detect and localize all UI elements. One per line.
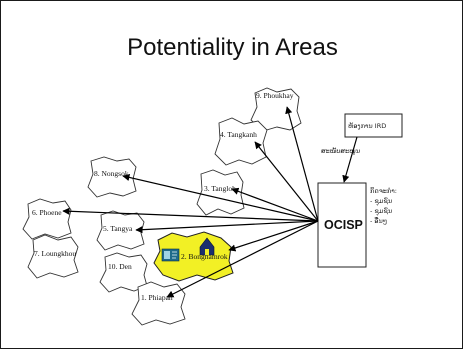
arrow-to-bongnamrok [228,220,319,252]
area-label-phoukhay: 9. Phoukhay [256,91,294,100]
area-label-nongsok: 8. Nongsok [94,169,129,178]
area-label-den: 10. Den [108,262,132,271]
arrow-source-to-hub [342,136,358,183]
area-label-phoene: 6. Phoene [32,208,62,217]
hub-note: - ອື່ນໆ [370,216,387,225]
hub-label: OCISP [324,218,363,232]
area-shape-tangkanh [214,117,268,166]
arrow-to-tangya [135,220,319,234]
area-shape-nongsok [87,156,137,198]
arrow-to-tangkanh [254,141,319,222]
area-shape-phiapan [131,281,186,326]
hub-note: - ຊຸມຊົນ [370,207,392,217]
area-label-phiapan: 1. Phiapan [141,293,173,302]
id-card-icon [161,248,180,262]
arrow-to-nongsok [122,173,319,222]
area-shape-phoukhay [250,87,302,132]
area-label-tangkanh: 4. Tangkanh [220,130,257,139]
hub-note: ກິດຈະກຳ: [370,186,397,195]
area-shape-tangloh [196,169,245,216]
arrow-to-phoukhay [285,106,319,222]
house-icon [199,237,215,256]
arrow-to-phiapan [166,220,319,298]
arrow-to-phoene [62,207,319,222]
area-shape-loungkhou [27,234,79,279]
slide-title: Potentiality in Areas [127,34,338,61]
ocisp-hub-box [317,182,367,268]
area-shape-phoene [22,198,72,240]
area-label-tangya: 5. Tangya [103,224,133,233]
area-shape-bongnamrok [153,231,234,282]
area-label-bongnamrok: 2. Bongnamrok [181,252,228,261]
area-label-loungkhou: 7. Loungkhou [34,249,76,258]
source-box-label: ຫ້ອງການ IRD [348,121,386,130]
area-label-tangloh: 3. Tangloh [204,184,236,193]
area-shape-tangya [96,210,145,251]
hub-note: - ຊຸມຊົນ [370,197,392,207]
source-arrow-label: ສະໜັບສະໜູນ [321,147,360,155]
source-box [344,113,403,138]
arrow-to-tangloh [231,187,319,222]
